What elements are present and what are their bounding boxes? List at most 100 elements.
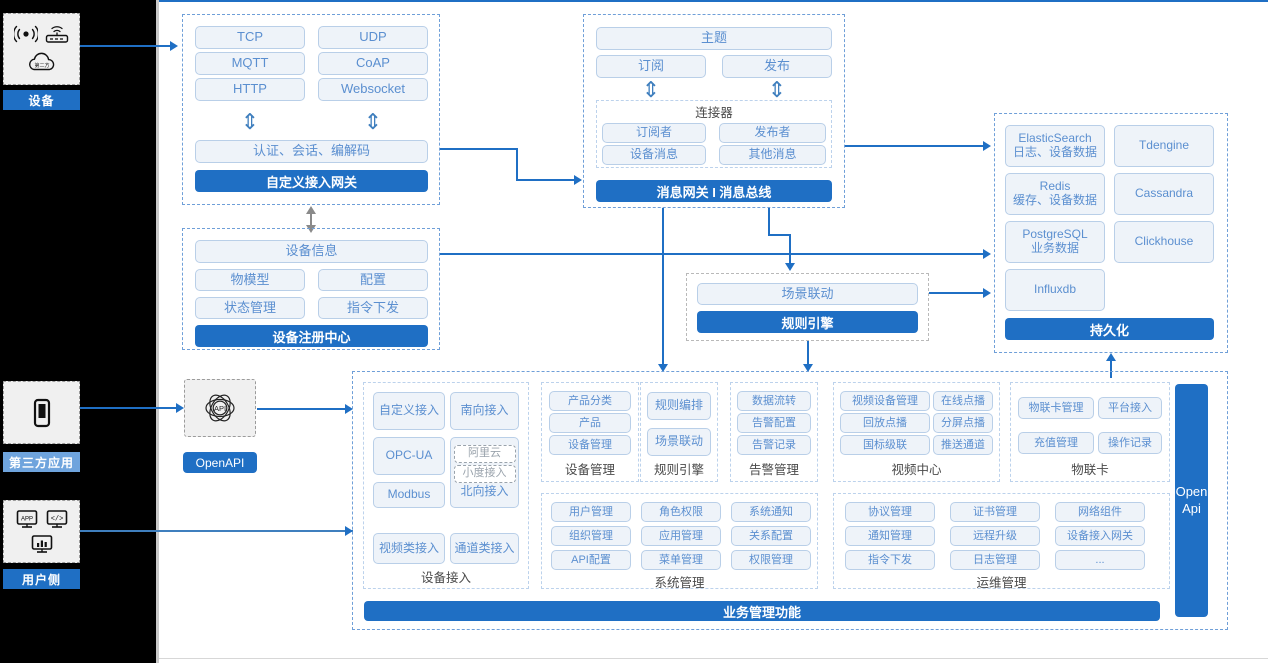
router-icon bbox=[45, 25, 68, 43]
dm-product-category[interactable]: 产品分类 bbox=[549, 391, 631, 411]
access-opcua[interactable]: OPC-UA bbox=[373, 437, 445, 475]
configuration[interactable]: 配置 bbox=[318, 269, 428, 291]
protocol-udp[interactable]: UDP bbox=[318, 26, 428, 49]
signal-icon bbox=[13, 25, 38, 42]
ops-management-caption: 运维管理 bbox=[976, 575, 1027, 590]
device-message-box[interactable]: 设备消息 bbox=[602, 145, 706, 165]
iot-card-mgmt[interactable]: 物联卡管理 bbox=[1018, 397, 1094, 419]
bus-to-rule-arrowhead bbox=[785, 263, 795, 271]
am-data-flow[interactable]: 数据流转 bbox=[737, 391, 811, 411]
iot-operation-log[interactable]: 操作记录 bbox=[1098, 432, 1162, 454]
om-protocol-mgmt[interactable]: 协议管理 bbox=[845, 502, 935, 522]
protocol-tcp[interactable]: TCP bbox=[195, 26, 305, 49]
vc-gb-cascade[interactable]: 国标级联 bbox=[840, 435, 930, 455]
canvas-top-border bbox=[159, 0, 1268, 2]
svg-text:APP: APP bbox=[20, 516, 32, 522]
access-video[interactable]: 视频类接入 bbox=[373, 533, 445, 564]
vc-video-device-mgmt[interactable]: 视频设备管理 bbox=[840, 391, 930, 411]
vc-online-play[interactable]: 在线点播 bbox=[933, 391, 993, 411]
scene-linkage[interactable]: 场景联动 bbox=[697, 283, 918, 305]
iot-card-column bbox=[1010, 382, 1170, 482]
api-atom-icon: API bbox=[205, 394, 235, 422]
om-cert-mgmt[interactable]: 证书管理 bbox=[950, 502, 1040, 522]
publish-box[interactable]: 发布 bbox=[722, 55, 832, 78]
rule-to-store-arrowhead bbox=[983, 288, 991, 298]
store-redis[interactable]: Redis 缓存、设备数据 bbox=[1005, 173, 1105, 215]
access-xiaodu[interactable]: 小度接入 bbox=[453, 464, 516, 483]
device-to-gateway-arrowhead bbox=[170, 41, 178, 51]
sm-sys-notice[interactable]: 系统通知 bbox=[731, 502, 811, 522]
rule-engine-caption: 规则引擎 bbox=[653, 462, 704, 477]
vc-split-screen[interactable]: 分屏点播 bbox=[933, 413, 993, 433]
thing-model[interactable]: 物模型 bbox=[195, 269, 305, 291]
store-elasticsearch-desc: 日志、设备数据 bbox=[1012, 145, 1097, 159]
other-message-box[interactable]: 其他消息 bbox=[719, 145, 826, 165]
vc-playback[interactable]: 回放点播 bbox=[840, 413, 930, 433]
sm-menu-mgmt[interactable]: 菜单管理 bbox=[641, 550, 721, 570]
access-aliyun[interactable]: 阿里云 bbox=[453, 444, 516, 463]
protocol-http[interactable]: HTTP bbox=[195, 78, 305, 101]
business-management-group bbox=[352, 371, 1228, 630]
state-management[interactable]: 状态管理 bbox=[195, 297, 305, 319]
cloud-icon: 第二方 bbox=[28, 52, 54, 71]
om-device-gateway[interactable]: 设备接入网关 bbox=[1055, 526, 1145, 546]
access-modbus[interactable]: Modbus bbox=[373, 482, 445, 508]
auth-session-codec[interactable]: 认证、会话、编解码 bbox=[195, 140, 428, 163]
access-custom[interactable]: 自定义接入 bbox=[373, 392, 445, 430]
store-influxdb[interactable]: Influxdb bbox=[1005, 269, 1105, 311]
om-more[interactable]: ... bbox=[1055, 550, 1145, 570]
access-northbound-box[interactable]: 阿里云 小度接入 北向接入 bbox=[450, 437, 519, 508]
protocol-coap[interactable]: CoAP bbox=[318, 52, 428, 75]
re-scene-linkage[interactable]: 场景联动 bbox=[647, 428, 711, 456]
store-postgresql-name: PostgreSQL bbox=[1022, 227, 1088, 242]
protocol-mqtt[interactable]: MQTT bbox=[195, 52, 305, 75]
store-elasticsearch[interactable]: ElasticSearch 日志、设备数据 bbox=[1005, 125, 1105, 167]
openapi-vertical-bar[interactable]: Open Api bbox=[1175, 384, 1208, 617]
vc-push-channel[interactable]: 推送通道 bbox=[933, 435, 993, 455]
sm-api-conf[interactable]: API配置 bbox=[551, 550, 631, 570]
iot-platform-access[interactable]: 平台接入 bbox=[1098, 397, 1162, 419]
am-alarm-record[interactable]: 告警记录 bbox=[737, 435, 811, 455]
persistence-title: 持久化 bbox=[1005, 318, 1214, 340]
iot-recharge-mgmt[interactable]: 充值管理 bbox=[1018, 432, 1094, 454]
canvas-bottom-border bbox=[159, 658, 1268, 659]
om-notify-mgmt[interactable]: 通知管理 bbox=[845, 526, 935, 546]
bus-to-store-line bbox=[845, 145, 987, 147]
om-network-comp[interactable]: 网络组件 bbox=[1055, 502, 1145, 522]
protocol-websocket[interactable]: Websocket bbox=[318, 78, 428, 101]
sm-user-mgmt[interactable]: 用户管理 bbox=[551, 502, 631, 522]
store-clickhouse[interactable]: Clickhouse bbox=[1114, 221, 1214, 263]
re-rule-orchestration[interactable]: 规则编排 bbox=[647, 392, 711, 420]
actor-third-party-card bbox=[3, 381, 80, 444]
gateway-to-bus-v bbox=[516, 148, 518, 181]
sm-relation-conf[interactable]: 关系配置 bbox=[731, 526, 811, 546]
bus-to-rule-v1 bbox=[768, 208, 770, 236]
sm-org-mgmt[interactable]: 组织管理 bbox=[551, 526, 631, 546]
am-alarm-config[interactable]: 告警配置 bbox=[737, 413, 811, 433]
access-channel[interactable]: 通道类接入 bbox=[450, 533, 519, 564]
sm-app-mgmt[interactable]: 应用管理 bbox=[641, 526, 721, 546]
subscriber-box[interactable]: 订阅者 bbox=[602, 123, 706, 143]
store-tdengine[interactable]: Tdengine bbox=[1114, 125, 1214, 167]
access-northbound-label: 北向接入 bbox=[460, 483, 509, 498]
bus-to-rule-h bbox=[768, 234, 791, 236]
access-southbound[interactable]: 南向接入 bbox=[450, 392, 519, 430]
registry-to-store-line bbox=[440, 253, 987, 255]
om-log-mgmt[interactable]: 日志管理 bbox=[950, 550, 1040, 570]
app-to-openapi-arrowhead bbox=[176, 403, 184, 413]
dm-product[interactable]: 产品 bbox=[549, 413, 631, 433]
store-postgresql[interactable]: PostgreSQL 业务数据 bbox=[1005, 221, 1105, 263]
om-command-dispatch[interactable]: 指令下发 bbox=[845, 550, 935, 570]
om-remote-upgrade[interactable]: 远程升级 bbox=[950, 526, 1040, 546]
code-monitor-icon: </> bbox=[46, 509, 67, 528]
subscribe-box[interactable]: 订阅 bbox=[596, 55, 706, 78]
store-cassandra[interactable]: Cassandra bbox=[1114, 173, 1214, 215]
command-dispatch[interactable]: 指令下发 bbox=[318, 297, 428, 319]
dm-device-management[interactable]: 设备管理 bbox=[549, 435, 631, 455]
publisher-box[interactable]: 发布者 bbox=[719, 123, 826, 143]
sm-role-perm[interactable]: 角色权限 bbox=[641, 502, 721, 522]
sm-perm-mgmt[interactable]: 权限管理 bbox=[731, 550, 811, 570]
topic-box[interactable]: 主题 bbox=[596, 27, 832, 50]
device-info[interactable]: 设备信息 bbox=[195, 240, 428, 263]
